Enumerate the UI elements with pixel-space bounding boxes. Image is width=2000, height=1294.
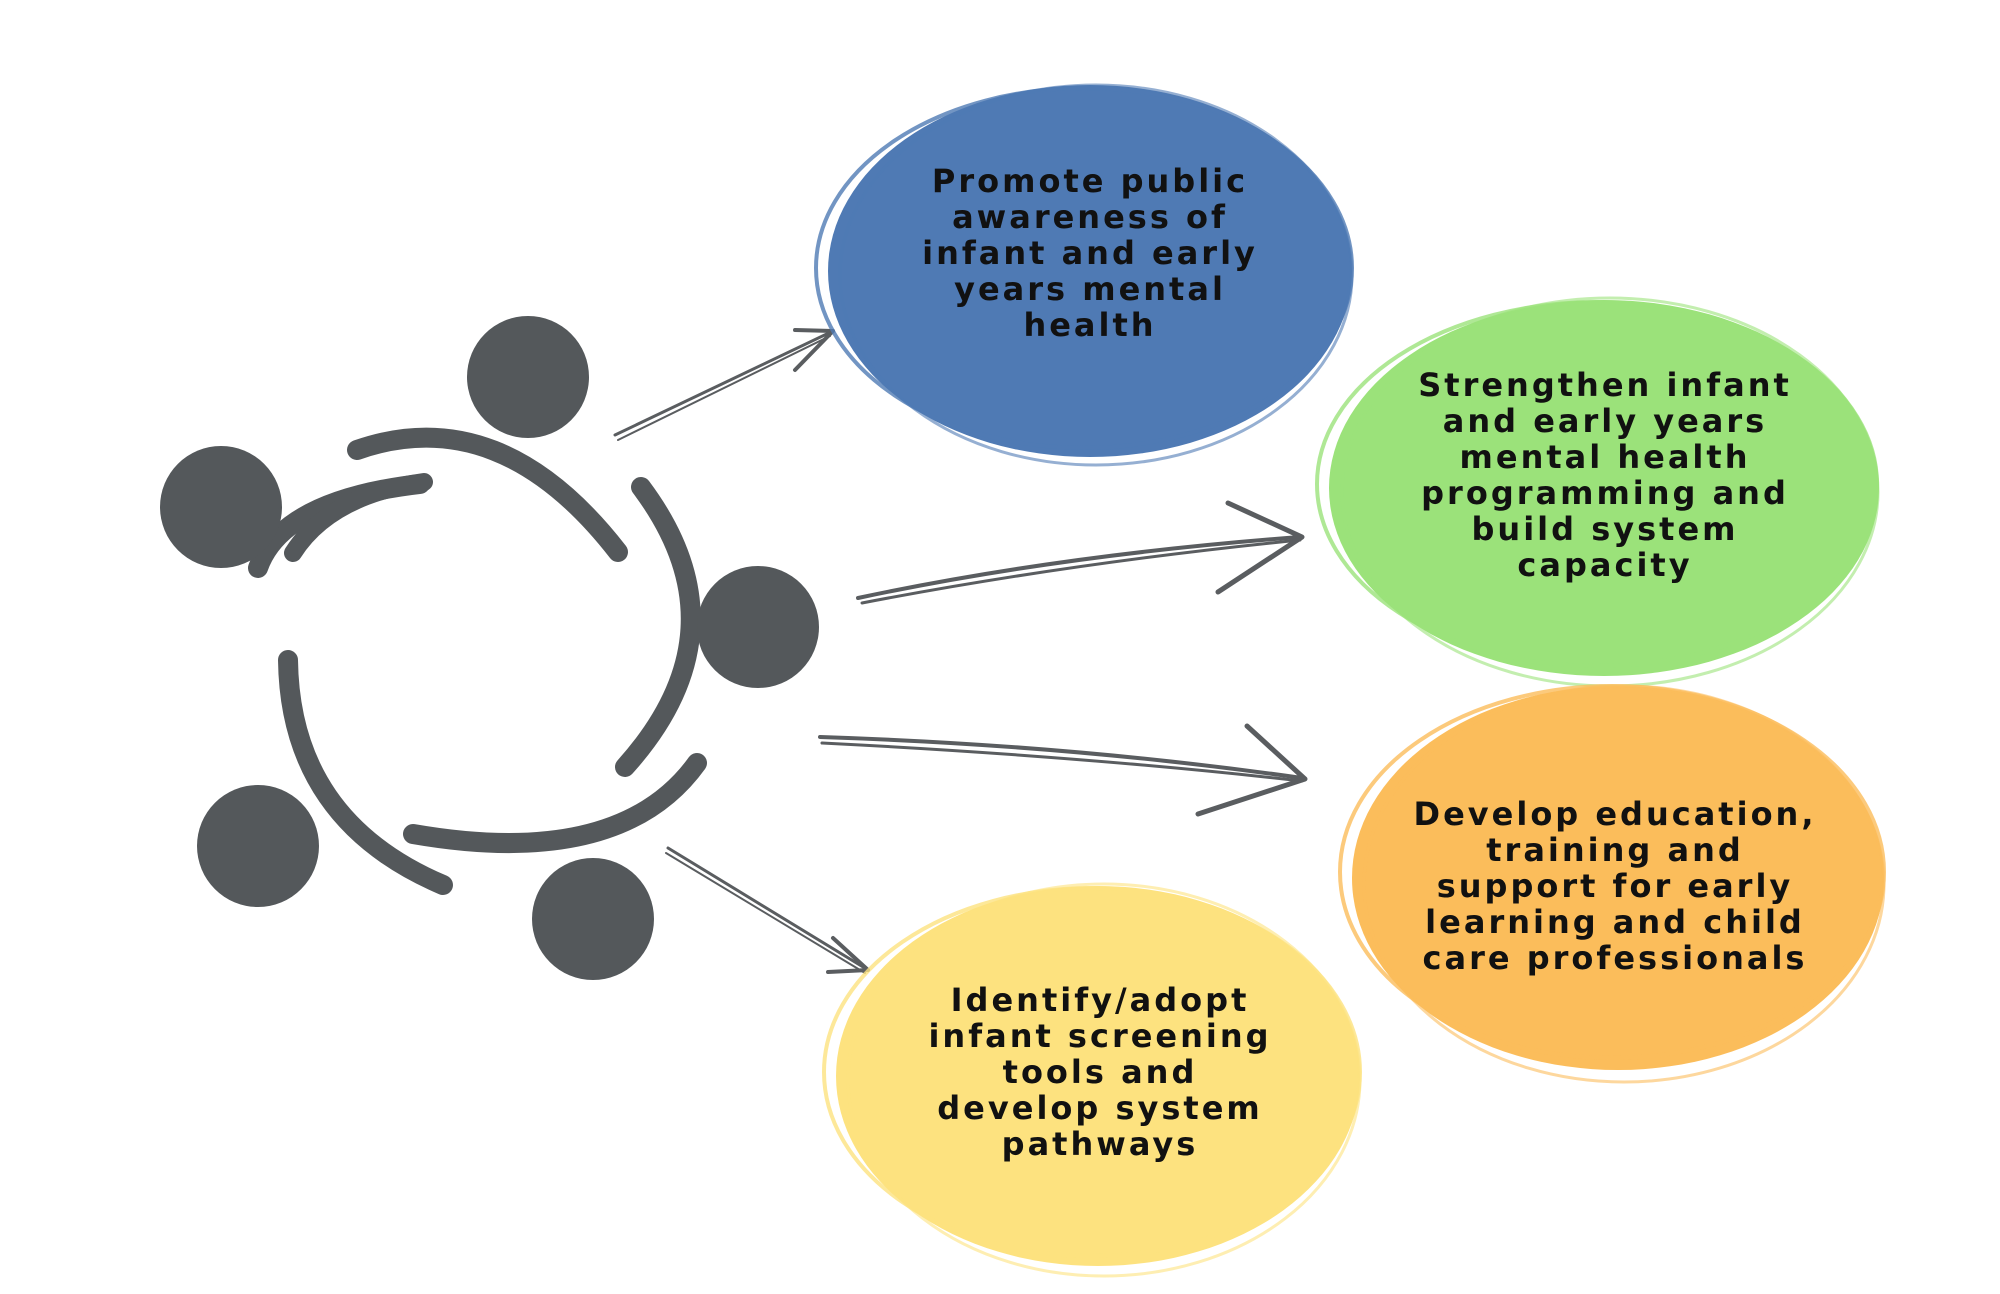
bubble-awareness <box>814 83 1354 467</box>
goal-line: Promote public <box>931 162 1249 200</box>
goal-line: infant screening <box>928 1017 1272 1055</box>
arrow-to-screening <box>665 846 870 974</box>
person-head <box>197 785 319 907</box>
bubble-screening <box>822 882 1362 1278</box>
goal-line: programming and <box>1421 474 1789 512</box>
ring-arc <box>278 650 453 895</box>
team-circle-icon <box>160 316 819 980</box>
goal-screening-text: Identify/adopt infant screening tools an… <box>895 982 1305 1162</box>
goal-line: Identify/adopt <box>950 981 1250 1019</box>
goal-line: health <box>1023 306 1157 344</box>
goal-line: years mental <box>954 270 1226 308</box>
ring-arc <box>403 753 707 854</box>
arrow-to-awareness <box>613 328 835 441</box>
arrow-to-programming <box>856 500 1305 605</box>
goal-line: pathways <box>1001 1125 1199 1163</box>
goal-line: tools and <box>1002 1053 1198 1091</box>
ring-arc <box>248 474 430 578</box>
goal-line: infant and early <box>922 234 1258 272</box>
person-head <box>532 858 654 980</box>
goal-programming-text: Strengthen infant and early years mental… <box>1400 367 1810 583</box>
ring-arc-inner <box>284 473 433 562</box>
bubble-education <box>1338 684 1886 1084</box>
goal-line: Develop education, <box>1413 795 1817 833</box>
person-head <box>160 446 282 568</box>
arrow-to-education <box>818 723 1308 817</box>
goal-line: mental health <box>1459 438 1751 476</box>
goal-line: and early years <box>1442 402 1768 440</box>
ring-arc <box>615 477 701 777</box>
person-head <box>697 566 819 688</box>
person-head <box>467 316 589 438</box>
goal-education-text: Develop education, training and support … <box>1395 796 1835 976</box>
goal-awareness-text: Promote public awareness of infant and e… <box>900 163 1280 343</box>
goal-line: care professionals <box>1422 939 1808 977</box>
goal-line: training and <box>1486 831 1744 869</box>
goal-line: capacity <box>1517 546 1693 584</box>
goal-line: develop system <box>937 1089 1263 1127</box>
goal-line: learning and child <box>1425 903 1805 941</box>
goal-line: build system <box>1471 510 1739 548</box>
goal-line: Strengthen infant <box>1418 366 1792 404</box>
goal-line: support for early <box>1436 867 1794 905</box>
ring-arc <box>347 427 628 562</box>
goal-line: awareness of <box>952 198 1228 236</box>
